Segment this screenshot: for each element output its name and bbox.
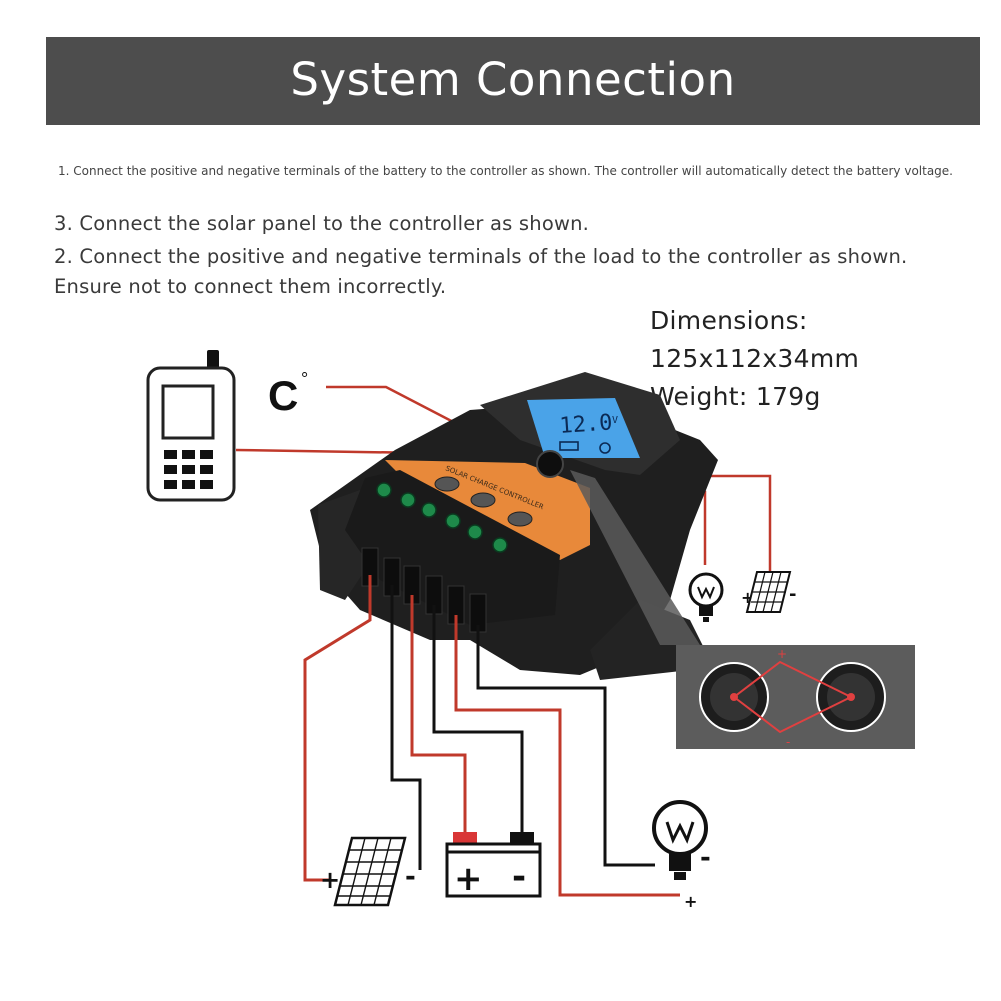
- lcd-unit: V: [612, 415, 618, 426]
- bulb-plus: +: [684, 892, 697, 911]
- battery-plus: +: [454, 859, 483, 899]
- callout-minus: -: [786, 735, 790, 749]
- bulb-minus: -: [700, 843, 711, 873]
- temperature-label: C: [268, 372, 298, 419]
- battery-minus: -: [512, 857, 526, 897]
- lcd-screen: [527, 398, 640, 458]
- degree-symbol: °: [301, 369, 308, 389]
- solar-panel-icon: [333, 836, 407, 907]
- small-bulb-icon: [688, 572, 724, 622]
- small-solar-panel-icon: [745, 571, 792, 613]
- instruction-step-3: 3. Connect the solar panel to the contro…: [54, 212, 590, 235]
- battery-icon: + -: [445, 832, 542, 899]
- terminal-wires: [303, 575, 680, 897]
- instruction-step-2: 2. Connect the positive and negative ter…: [54, 245, 908, 298]
- title-banner: System Connection: [46, 37, 980, 125]
- lcd-reading: 12.0: [559, 410, 614, 439]
- port-callout-detail: + -: [699, 647, 886, 749]
- weight-spec: Weight: 179g: [650, 382, 821, 411]
- callout-plus: +: [777, 647, 787, 661]
- page-title: System Connection: [290, 53, 736, 106]
- instruction-step-1: 1. Connect the positive and negative ter…: [58, 164, 953, 178]
- solar-minus: -: [405, 862, 416, 892]
- solar-plus: +: [320, 866, 340, 894]
- terminal-screws: [376, 482, 508, 553]
- callout-pointer: [570, 470, 700, 645]
- bulb-icon: [652, 800, 708, 880]
- phone-icon: [146, 350, 236, 502]
- small-solar-minus: -: [789, 584, 796, 605]
- dimensions-label: Dimensions:: [650, 306, 808, 335]
- dimensions-value: 125x112x34mm: [650, 344, 860, 373]
